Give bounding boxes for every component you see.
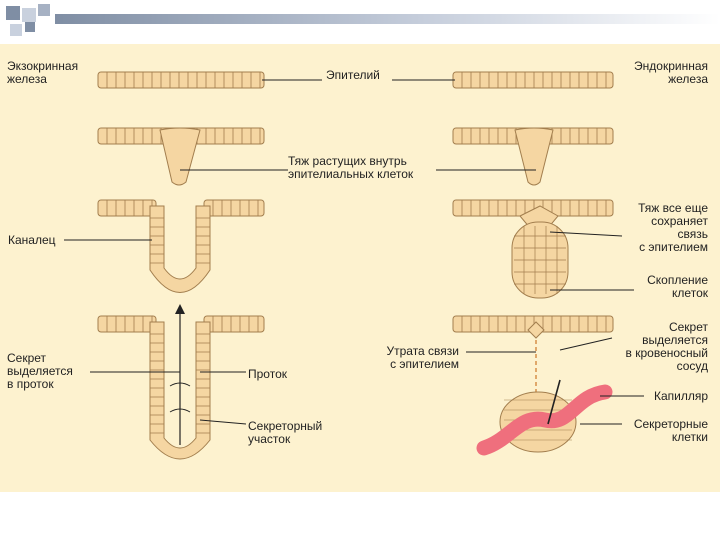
label-line: Секрет: [7, 351, 47, 365]
epithelium-strip-left: [97, 71, 265, 89]
label-line: сохраняет: [651, 214, 708, 228]
epithelium-strip-right: [452, 71, 614, 89]
cord-left: [159, 127, 201, 186]
epithelium-bud: [527, 321, 545, 339]
label-line: клеток: [672, 286, 708, 300]
epithelium-strip-right-4-cell-walls: [461, 316, 607, 332]
label-line: Экзокринная: [7, 59, 79, 73]
label-line: сосуд: [676, 359, 708, 373]
label-line: Эндокринная: [634, 59, 708, 73]
label-line: Утрата связи: [386, 344, 459, 358]
label-secretory-cells: Секреторные клетки: [634, 418, 708, 444]
pointer-secret-vessel: [559, 337, 613, 351]
label-line: выделяется: [642, 333, 708, 347]
label-line: в кровеносный: [625, 346, 708, 360]
label-exocrine-gland: Экзокринная железа: [7, 60, 78, 86]
label-secretory-part: Секреторный участок: [248, 420, 322, 446]
pointer-cord-still: [549, 231, 623, 237]
label-cell-cluster: Скопление клеток: [647, 274, 708, 300]
epithelium-strip-left-cell-walls: [106, 72, 261, 88]
header-bar: [0, 0, 720, 38]
epithelium-strip-left-4a-cell-walls: [106, 316, 153, 332]
secret-into-vessel-arrow: [547, 379, 561, 425]
label-secret-into-vessel: Секрет выделяется в кровеносный сосуд: [626, 321, 708, 373]
label-line: с эпителием: [390, 357, 459, 371]
pointer-secretory-part: [199, 419, 247, 425]
label-line: выделяется: [7, 364, 73, 378]
label-line: Скопление: [647, 273, 708, 287]
label-cord-growing: Тяж растущих внутрь эпителиальных клеток: [288, 155, 413, 181]
label-line: участок: [248, 432, 291, 446]
gland-duct-cell-walls: [150, 333, 210, 434]
label-line: связь: [677, 227, 709, 241]
label-line: эпителиальных клеток: [288, 167, 414, 181]
label-line: Секреторные: [633, 417, 708, 431]
label-line: клетки: [671, 430, 708, 444]
gland-duct-shape: [149, 321, 211, 460]
label-line: в проток: [7, 377, 54, 391]
header-square: [25, 22, 35, 32]
label-secret-into-duct: Секрет выделяется в проток: [7, 352, 73, 391]
label-line: железа: [668, 72, 708, 86]
capillary-vessel: [476, 384, 613, 456]
label-canal: Каналец: [8, 233, 56, 247]
epithelium-strip-left-4b-cell-walls: [212, 316, 259, 332]
label-capillary: Капилляр: [653, 389, 708, 403]
canal-cell-walls: [150, 217, 210, 264]
label-cord-still-connected: Тяж все еще сохраняет связь с эпителием: [638, 202, 708, 254]
header-square: [22, 8, 36, 22]
secret-arrow-1: [169, 382, 191, 387]
label-loss-of-connection: Утрата связи с эпителием: [386, 345, 459, 371]
header-square: [6, 6, 20, 20]
label-endocrine-gland: Эндокринная железа: [634, 60, 708, 86]
label-line: Секреторный: [248, 419, 323, 433]
epithelium-strip-left-3b-cell-walls: [212, 200, 259, 216]
epithelium-strip-right-cell-walls: [461, 72, 607, 88]
label-line: Секрет: [668, 320, 708, 334]
label-line: с эпителием: [639, 240, 708, 254]
diagram-panel: [0, 44, 720, 492]
cell-cluster-walls: [514, 226, 566, 294]
header-bar-graphic: [6, 4, 720, 36]
header-gradient-line: [55, 14, 720, 24]
header-square: [10, 24, 22, 36]
canal-shape: [149, 205, 211, 293]
header-square: [38, 4, 50, 16]
label-line: Тяж растущих внутрь: [288, 154, 407, 168]
label-duct: Проток: [248, 367, 287, 381]
duct-arrow-head: [175, 304, 185, 314]
cord-right: [514, 127, 554, 186]
label-line: железа: [7, 72, 47, 86]
label-epithelium: Эпителий: [326, 68, 380, 82]
secret-arrow-2: [169, 408, 191, 413]
epithelium-strip-left-3a-cell-walls: [106, 200, 153, 216]
label-line: Тяж все еще: [638, 201, 708, 215]
